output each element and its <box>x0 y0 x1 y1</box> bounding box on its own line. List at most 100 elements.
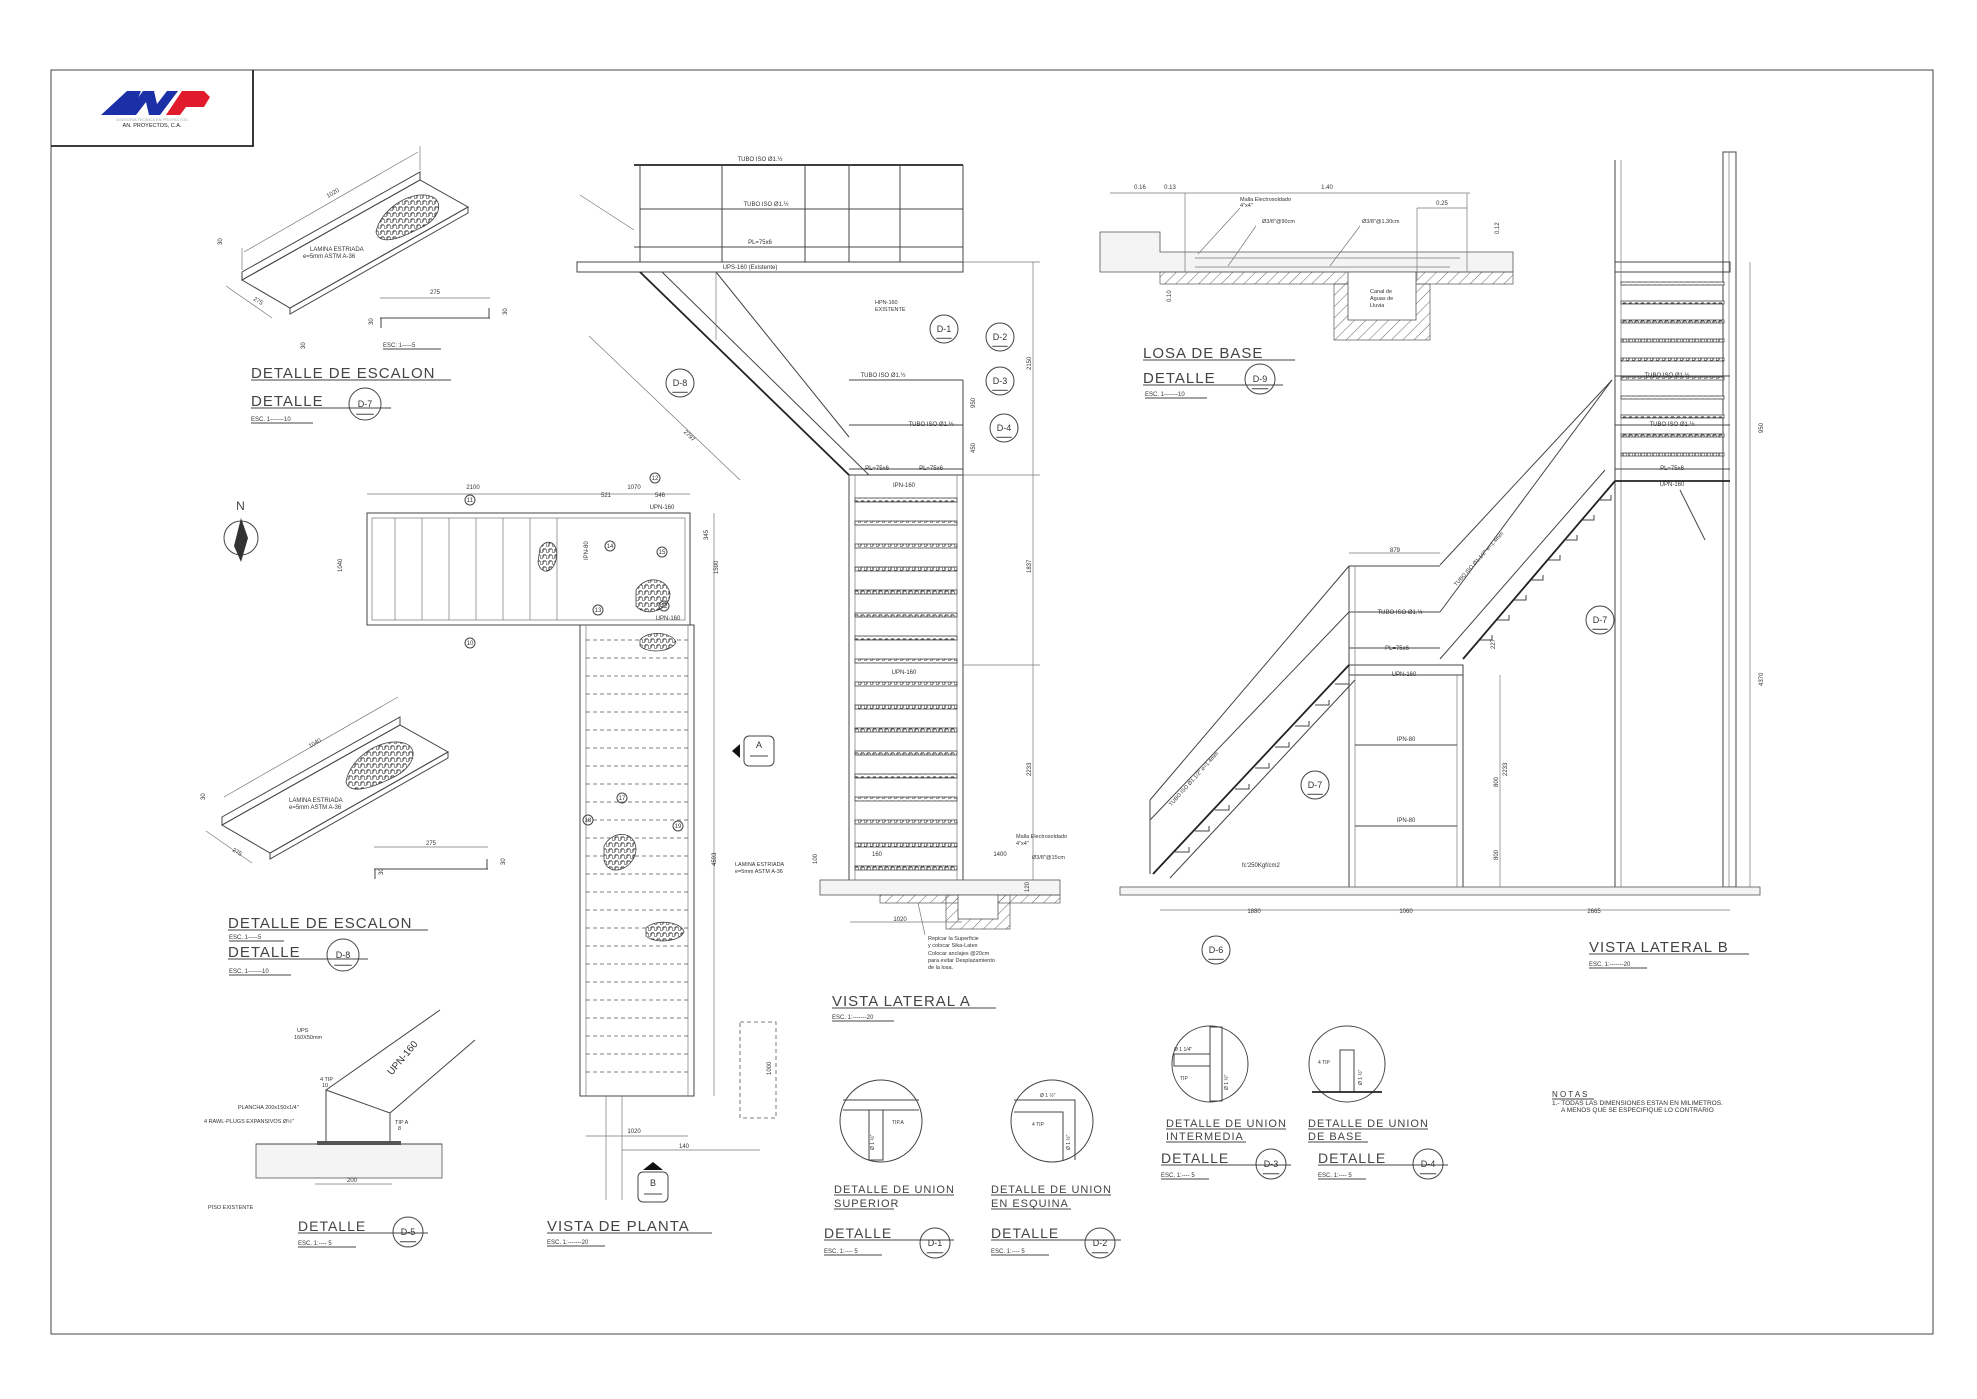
detalle-d5-tip1b-label: 10 <box>322 1083 328 1089</box>
stair-step <box>1335 679 1350 685</box>
vista-lateral-a-pl-l-label: PL=75x6 <box>865 466 890 472</box>
stair-tread <box>854 520 958 526</box>
vista-lateral-a-callouts-2-circle <box>985 366 1015 396</box>
vista-lateral-b-dim-2665-label: 2665 <box>1587 909 1601 915</box>
detalle-d2-scale-label: ESC. 1:---- 5 <box>991 1249 1025 1255</box>
escalon-d7-dim-lip-back-label: 30 <box>218 238 224 245</box>
stair-step <box>1215 805 1230 811</box>
detalle-d4-detail-label: DETALLE <box>1318 1150 1386 1166</box>
vista-planta-section-a-label: A <box>756 740 762 750</box>
vista-lateral-a-tubo-mid-label: TUBO ISO Ø1.½ <box>743 201 788 208</box>
stair-tread <box>854 543 958 549</box>
vista-planta-marks-4-circle <box>656 546 668 558</box>
stair-step <box>1275 742 1290 748</box>
detalle-d4-title1-label: DETALLE DE UNION <box>1308 1118 1429 1130</box>
vista-planta-marks-4-label: 15 <box>659 550 666 556</box>
losa-d9-d4-label: 0.25 <box>1436 201 1448 207</box>
detalle-d1-tag-circle <box>919 1227 951 1259</box>
detalle-d5-ups1-label: UPS <box>297 1028 309 1034</box>
losa-d9-rebar1-label: Ø3/8"@90cm <box>1262 219 1295 225</box>
vista-planta-marks-2-label: 13 <box>595 608 602 614</box>
vista-lateral-a-callouts-3-label: D-4 <box>997 423 1012 433</box>
stair-tread <box>854 750 958 756</box>
vista-lateral-a-title-label: VISTA LATERAL A <box>832 993 971 1010</box>
vista-lateral-b-pl-t-label: PL=75x6 <box>1660 466 1685 472</box>
escalon-d7-title-label: DETALLE DE ESCALON <box>251 365 435 382</box>
detalle-d3-scale-label: ESC. 1:---- 5 <box>1161 1173 1195 1179</box>
vista-planta-upn-mid-label: UPN-160 <box>656 616 681 622</box>
vista-lateral-a-callouts-0-label: D-1 <box>937 324 952 334</box>
vista-lateral-b-upn-t-label: UPN-160 <box>1660 482 1685 488</box>
detalle-d4-tip-label: 4 TIP <box>1318 1060 1331 1066</box>
detalle-d5-detail-label: DETALLE <box>298 1218 366 1234</box>
section-marker-b[interactable] <box>637 1162 669 1203</box>
vista-lateral-a-note4-label: para evitar Desplazamiento <box>928 958 995 964</box>
section-marker-a[interactable] <box>732 735 775 767</box>
stair-step <box>1255 763 1270 769</box>
escalon-d7-dim-depth-label: 275 <box>252 297 264 308</box>
detalle-d3-pipe-v-label: Ø 1 ½" <box>1223 1074 1230 1090</box>
vista-lateral-a-callouts-3-circle <box>989 413 1019 443</box>
detalle-d2-tag-circle <box>1084 1227 1116 1259</box>
detalle-d3-title1-label: DETALLE DE UNION <box>1166 1118 1287 1130</box>
north-arrow <box>223 518 259 562</box>
detalle-d5-tag-circle <box>392 1216 424 1248</box>
vista-planta-marks-6-circle <box>616 792 628 804</box>
detalle-d3-tip-label: TIP <box>1180 1076 1188 1082</box>
vista-lateral-b-concrete-label: fc'250Kgf/cm2 <box>1242 863 1280 869</box>
stair-tread <box>854 819 958 825</box>
stair-step <box>1548 555 1561 561</box>
detalle-d2-pipe-v-label: Ø 1 ½" <box>1065 1134 1072 1150</box>
detalle-d1-scale-label: ESC. 1:---- 5 <box>824 1249 858 1255</box>
stair-step <box>1175 847 1190 853</box>
detalle-d1-title2-label: SUPERIOR <box>834 1198 899 1210</box>
vista-lateral-b-scale-label: ESC. 1:-------20 <box>1589 962 1631 968</box>
vista-lateral-b-pl-m-label: PL=75x6 <box>1385 646 1410 652</box>
escalon-d8-drawing <box>205 696 488 879</box>
losa-d9-detail-label: DETALLE <box>1143 370 1216 387</box>
detalle-d5-tip2b-label: 8 <box>398 1126 401 1132</box>
vista-lateral-a-drawing <box>576 164 1061 936</box>
vista-lateral-b-dim-2233-label: 2233 <box>1503 762 1509 776</box>
escalon-d7-sec-width-label: 275 <box>430 290 441 296</box>
stair-tread <box>1620 300 1725 305</box>
vista-lateral-b-tubo-t2-label: TUBO ISO Ø1.½ <box>1649 421 1694 428</box>
detalle-d5-ups2-label: 160X50mm <box>294 1035 323 1041</box>
vista-lateral-a-upn-label: UPN-160 <box>892 670 917 676</box>
vista-planta-marks-0-label: 11 <box>467 498 474 504</box>
escalon-d8-sec-width-label: 275 <box>426 841 437 847</box>
stair-tread <box>854 773 958 779</box>
vista-lateral-a-dim-1400-label: 1400 <box>993 852 1007 858</box>
vista-lateral-b-ipn1-label: IPN-80 <box>1397 737 1416 743</box>
logo-box: ASESORIA TECNICA EN PROYECTOS AN. PROYEC… <box>51 70 254 147</box>
escalon-d8-sec-left-label: 30 <box>379 868 385 875</box>
sheet-border <box>50 69 1934 1335</box>
vista-lateral-a-dim-2797-label: 2797 <box>682 429 696 443</box>
losa-d9-tag-circle <box>1244 363 1276 395</box>
vista-planta-marks-1-circle <box>649 472 661 484</box>
escalon-d8-note1-label: LAMINA ESTRIADA <box>289 798 343 804</box>
stair-step <box>1497 615 1510 621</box>
detalle-d3-pipe-h-label: Ø 1 1/4" <box>1174 1047 1192 1053</box>
vista-lateral-b-rail-lower-label: TUBO ISO Ø1.1/2" e=1.4mm <box>1168 751 1220 808</box>
stair-step <box>1315 700 1330 706</box>
vista-planta-marks-5-label: 10 <box>467 641 474 647</box>
anp-logo <box>101 91 210 115</box>
vista-lateral-b-rail-upper-label: TUBO ISO Ø1.1/2" e=1.4mm <box>1453 531 1505 588</box>
detalle-d5-drawing <box>255 1009 476 1185</box>
vista-lateral-a-callouts-1-label: D-2 <box>993 332 1008 342</box>
vista-lateral-a-dim-2233-label: 2233 <box>1027 762 1033 776</box>
vista-planta-dim-1070-label: 1070 <box>627 485 641 491</box>
vista-lateral-a-hpn1-label: HPN-160 <box>875 300 898 306</box>
vista-planta-lamina1-label: LAMINA ESTRIADA <box>735 862 785 868</box>
vista-lateral-a-dim-2150-label: 2150 <box>1027 356 1033 370</box>
stair-tread <box>1620 338 1725 343</box>
detalle-d4-drawing <box>1308 1025 1386 1103</box>
detalle-d5-tip2-label: TIP A <box>395 1120 409 1126</box>
stair-tread <box>854 681 958 687</box>
vista-planta-dim-1020-label: 1020 <box>627 1129 641 1135</box>
vista-lateral-a-dim-950-label: 950 <box>971 397 977 408</box>
vista-lateral-b-drawing <box>1119 151 1761 911</box>
vista-lateral-b-dim-950-label: 950 <box>1759 422 1765 433</box>
